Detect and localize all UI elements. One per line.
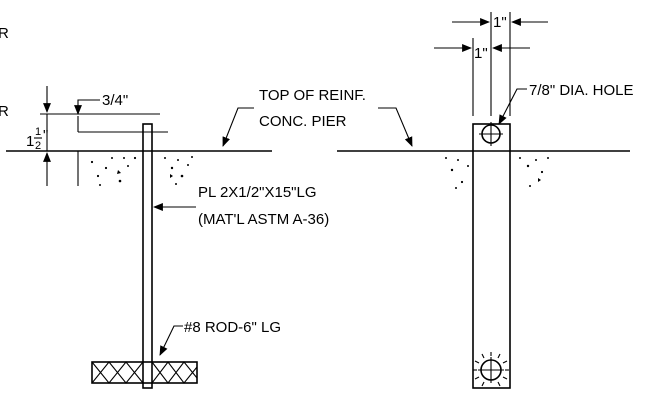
front-view: 1" 1" 7/8" DIA. HOLE (337, 12, 634, 389)
edge-text-top: R (0, 25, 9, 42)
conc-pier-label: CONC. PIER (259, 113, 347, 130)
hole-label: 7/8" DIA. HOLE (529, 82, 634, 99)
top-of-reinf-label: TOP OF REINF. (259, 87, 366, 104)
hole-leader (498, 88, 527, 125)
concrete-hatch-left (90, 156, 193, 186)
top-of-pier-callout: TOP OF REINF. CONC. PIER (222, 87, 413, 147)
concrete-hatch-right (445, 157, 549, 189)
svg-text:": " (43, 127, 48, 144)
rod-side (91, 361, 198, 384)
rod-end-front (473, 352, 509, 387)
dim-three-quarter-label: 3/4" (102, 92, 128, 109)
dim-three-quarter-leader (74, 99, 100, 115)
anchor-plate-front (472, 123, 511, 389)
rod-leader (159, 325, 183, 356)
callout-leader-right (378, 107, 413, 147)
dim-top-label-1: 1" (493, 14, 507, 31)
svg-text:1: 1 (35, 126, 41, 138)
callout-leader-left (222, 107, 254, 147)
anchor-plate-side (142, 123, 153, 389)
dim-one-half-label: 1 1 2 " (26, 126, 48, 152)
plate-label-line2: (MAT'L ASTM A-36) (198, 211, 329, 228)
svg-text:1: 1 (26, 133, 34, 150)
dim-top-label-2: 1" (474, 45, 488, 62)
edge-text-mid: R (0, 103, 9, 120)
svg-text:2: 2 (35, 140, 41, 152)
side-view: 3/4" 1 1 2 " PL 2X1/2"X15"LG (MAT'L ASTM… (6, 86, 329, 389)
plate-label-line1: PL 2X1/2"X15"LG (198, 184, 317, 201)
rod-label: #8 ROD-6" LG (184, 319, 281, 336)
